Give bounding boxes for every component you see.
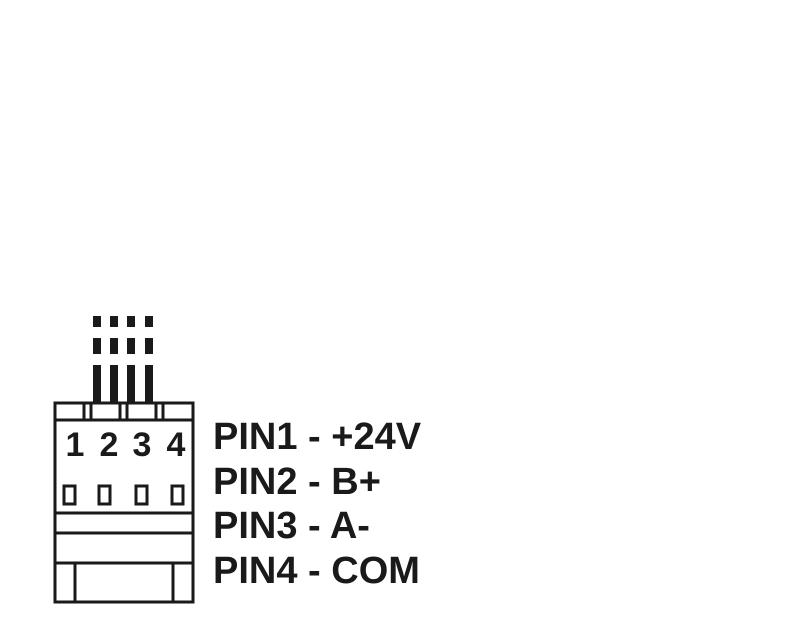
terminal-screws	[62, 484, 185, 506]
pin-label-2: PIN2 - B+	[213, 461, 381, 503]
wire-1	[93, 316, 101, 403]
pin-number-3: 3	[133, 426, 152, 464]
wire-3	[127, 316, 135, 403]
terminal-screw-3	[134, 484, 149, 506]
terminal-screw-2	[97, 484, 112, 506]
pin-number-1: 1	[66, 426, 85, 464]
pin-label-1: PIN1 - +24V	[213, 416, 422, 458]
pin-numbers: 1 2 3 4	[66, 426, 186, 464]
terminal-screw-4	[170, 484, 185, 506]
pin-label-3: PIN3 - A-	[213, 505, 370, 547]
wire-2	[110, 316, 118, 403]
connector-body	[53, 401, 195, 604]
pin-legend: PIN1 - +24V PIN2 - B+ PIN3 - A- PIN4 - C…	[213, 416, 422, 592]
wire-4	[145, 316, 153, 403]
pin-label-4: PIN4 - COM	[213, 550, 420, 592]
pin-number-4: 4	[167, 426, 186, 464]
pin-number-2: 2	[100, 426, 119, 464]
wires	[93, 316, 153, 403]
terminal-screw-1	[62, 484, 77, 506]
connector-outline	[53, 401, 195, 604]
